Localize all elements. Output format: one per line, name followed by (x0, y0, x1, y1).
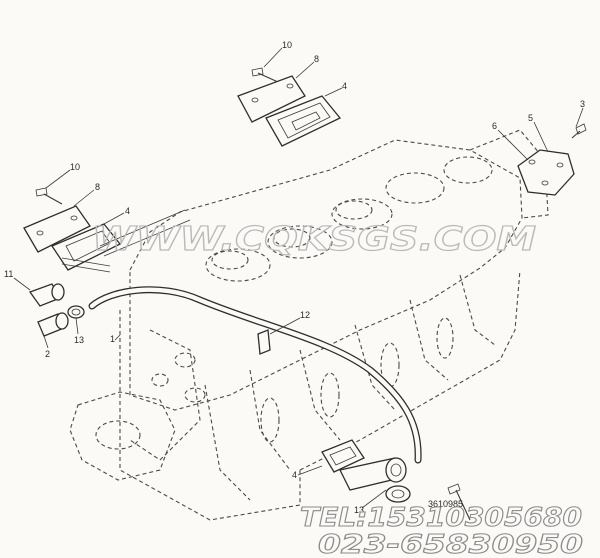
callout-12: 12 (300, 310, 310, 320)
callout-5: 5 (528, 113, 533, 123)
callout-11: 11 (4, 269, 13, 279)
lower-bracket-assembly (321, 439, 471, 521)
callout-8-left: 8 (95, 182, 100, 192)
callout-13-bottom: 13 (354, 505, 364, 515)
callout-3: 3 (580, 99, 585, 109)
left-cover-assembly (23, 187, 191, 271)
oil-tube (88, 286, 422, 464)
callout-4-bottom: 4 (292, 470, 297, 480)
engine-block (69, 129, 549, 521)
callout-4-top: 4 (342, 81, 347, 91)
top-cover-assembly (237, 67, 342, 147)
left-fittings (28, 257, 111, 337)
callout-1: 1 (110, 334, 115, 344)
contact-phone: 023-65830950 (318, 530, 583, 558)
callout-10-top: 10 (282, 40, 292, 50)
leader-lines (13, 47, 584, 509)
callout-numbers: 10 8 4 3 5 6 10 8 4 11 2 13 1 12 4 13 36… (4, 40, 585, 515)
callout-4-left: 4 (125, 206, 130, 216)
callout-8-top: 8 (314, 54, 319, 64)
drawing-code: 3610985 (428, 499, 463, 509)
watermark-text: WWW.CQKSGS.COM (92, 219, 536, 258)
callout-2: 2 (45, 349, 50, 359)
contact-tel: TEL:15310305680 (300, 503, 582, 533)
rear-plate-assembly (517, 123, 587, 196)
callout-10-left: 10 (70, 162, 80, 172)
callout-13-left: 13 (74, 335, 84, 345)
callout-6: 6 (492, 121, 497, 131)
